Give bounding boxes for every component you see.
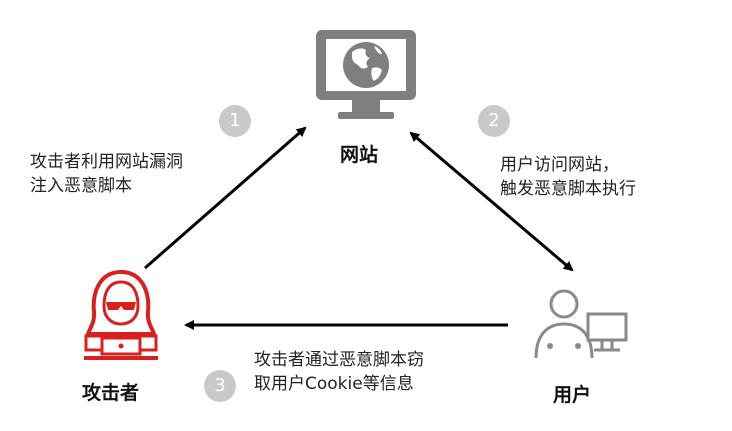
step-2-line-2: 触发恶意脚本执行: [500, 179, 636, 199]
step-1-badge: 1: [219, 105, 251, 137]
step-2-description: 用户访问网站， 触发恶意脚本执行: [500, 153, 636, 201]
step-3-line-2: 取用户Cookie等信息: [254, 374, 414, 394]
user-label: 用户: [553, 384, 592, 406]
step-2-line-1: 用户访问网站，: [500, 155, 619, 175]
step-3-line-1: 攻击者通过恶意脚本窃: [254, 350, 424, 370]
step-1-description: 攻击者利用网站漏洞 注入恶意脚本: [30, 150, 183, 198]
monitor-globe-icon: [316, 30, 416, 119]
step-1-line-2: 注入恶意脚本: [30, 176, 132, 196]
arrow-attacker-to-website: [144, 126, 307, 270]
arrow-website-user: [409, 131, 574, 272]
step-1-line-1: 攻击者利用网站漏洞: [30, 152, 183, 172]
user-computer-icon: [534, 289, 628, 359]
step-2-badge: 2: [478, 105, 510, 137]
website-label: 网站: [340, 144, 379, 166]
attacker-label: 攻击者: [82, 382, 140, 404]
step-3-description: 攻击者通过恶意脚本窃 取用户Cookie等信息: [254, 348, 424, 396]
hooded-hacker-laptop-icon: [84, 269, 158, 360]
step-3-badge: 3: [204, 370, 236, 402]
